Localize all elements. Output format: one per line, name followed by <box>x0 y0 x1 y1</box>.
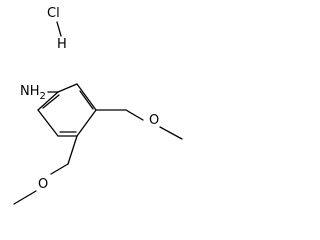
bottom-oxygen-bond <box>50 163 69 175</box>
right-oxygen-label: O <box>149 113 159 128</box>
bottom-oxygen-label: O <box>38 177 48 192</box>
ring-bond-1 <box>57 83 78 93</box>
amine-nh-text: NH <box>20 84 40 99</box>
right-methyl-bond <box>159 126 183 140</box>
double-bond-top-right <box>79 90 94 110</box>
bottom-ring-oxygen-bond <box>67 135 78 165</box>
amine-subscript-text: 2 <box>40 91 46 102</box>
ring-bond-5 <box>37 109 59 137</box>
chemical-structure-diagram: Cl H NH2 O O <box>13 6 183 205</box>
bottom-methyl-bond <box>13 190 37 205</box>
hydrogen-atom-label: H <box>57 37 67 52</box>
chlorine-atom-label: Cl <box>47 6 60 21</box>
amine-group-label: NH2 <box>20 84 46 102</box>
ring-bond-6 <box>37 91 59 111</box>
ring-bond-3 <box>76 109 97 137</box>
ring-bond-2 <box>76 83 97 111</box>
right-oxygen-bond <box>125 109 144 121</box>
double-bond-left <box>42 94 60 109</box>
h-cl-bond <box>56 21 62 37</box>
